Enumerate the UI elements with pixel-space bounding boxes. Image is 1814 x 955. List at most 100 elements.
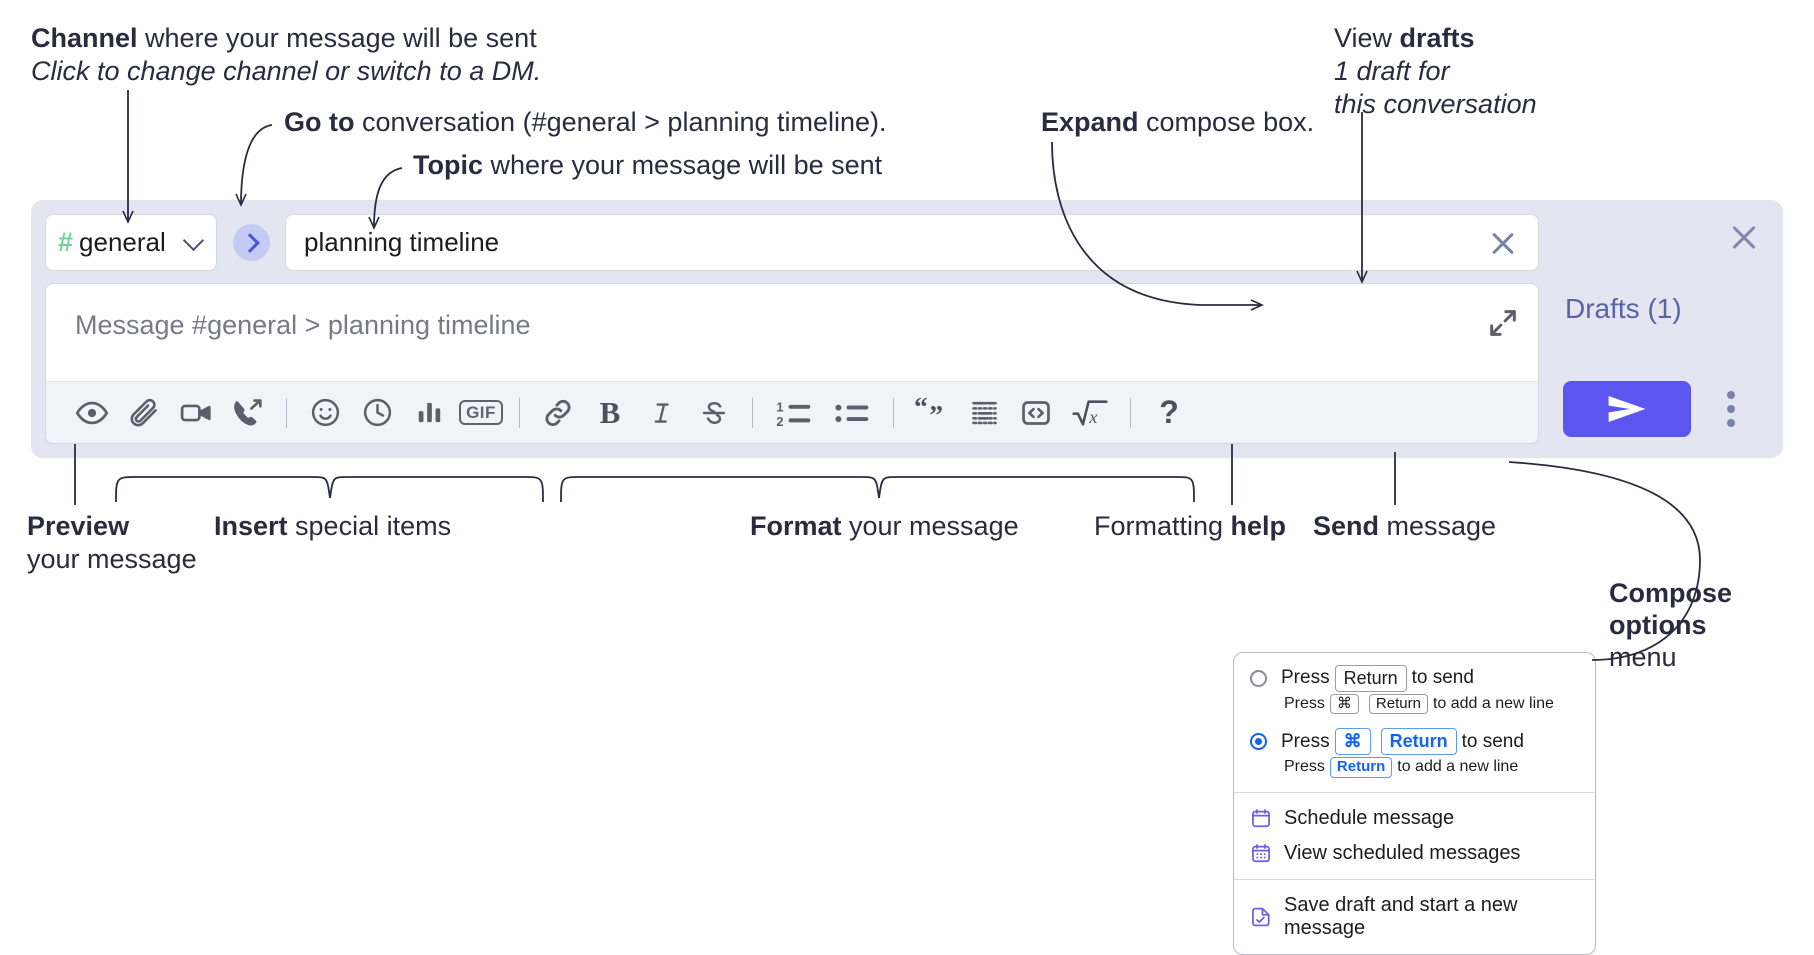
bold-icon: B	[599, 394, 621, 430]
annotation-send: Send message	[1313, 510, 1496, 543]
ordered-list-button[interactable]: 1 2	[765, 389, 823, 437]
separator-3	[752, 397, 753, 428]
annotation-preview-line2: your message	[27, 543, 197, 574]
svg-text:“: “	[914, 397, 928, 422]
svg-text:1: 1	[776, 399, 783, 414]
annotation-topic-rest: where your message will be sent	[483, 150, 883, 180]
svg-text:x: x	[1088, 406, 1098, 426]
bold-button[interactable]: B	[584, 389, 636, 437]
compose-options-menu: Press Return to send Press ⌘ Return to a…	[1233, 652, 1596, 955]
annotation-drafts-sub2: this conversation	[1334, 88, 1537, 119]
menu-divider-1	[1234, 791, 1595, 793]
send-button[interactable]	[1563, 381, 1691, 437]
close-icon[interactable]	[1727, 220, 1761, 254]
message-input-placeholder[interactable]: Message #general > planning timeline	[75, 310, 531, 340]
compose-right-column: Drafts (1)	[1551, 200, 1783, 458]
channel-name: general	[79, 227, 166, 257]
drafts-link[interactable]: Drafts (1)	[1565, 293, 1682, 324]
hash-icon: #	[58, 227, 74, 257]
key-return: Return	[1334, 665, 1407, 692]
annotation-drafts-rest: View	[1334, 23, 1400, 53]
bullet-list-button[interactable]	[823, 389, 881, 437]
annotation-help-bold: help	[1230, 511, 1287, 541]
blockquote-button[interactable]: “ ”	[906, 389, 958, 437]
annotation-expand-rest: compose box.	[1138, 107, 1315, 137]
annotation-compose-options: Compose options menu	[1609, 578, 1732, 674]
key-return-selected: Return	[1380, 728, 1457, 755]
key-return-sub-blue: Return	[1329, 756, 1393, 778]
file-check-icon	[1250, 906, 1272, 928]
topic-field[interactable]: planning timeline	[285, 214, 1539, 271]
link-button[interactable]	[532, 389, 584, 437]
formatting-toolbar: GIF B	[46, 381, 1538, 443]
option-cmd-sub-tail: to add a new line	[1397, 758, 1519, 776]
topic-clear-icon[interactable]	[1486, 226, 1520, 260]
goto-conversation-button[interactable]	[233, 224, 270, 261]
code-block-button[interactable]	[958, 389, 1010, 437]
option-press-return-sub: Press ⌘ Return to add a new line	[1234, 692, 1595, 721]
radio-unselected-icon[interactable]	[1250, 669, 1267, 687]
option-cmd-tail: to send	[1461, 730, 1524, 752]
reminder-button[interactable]	[351, 389, 403, 437]
compose-options-button[interactable]	[1717, 387, 1745, 431]
compose-widget: # general planning timeline Message #gen…	[31, 200, 1783, 458]
brace-insert	[115, 476, 544, 503]
annotation-send-bold: Send	[1313, 511, 1380, 541]
key-command: ⌘	[1329, 693, 1359, 715]
brace-format	[560, 476, 1195, 503]
annotation-drafts-sub1: 1 draft for	[1334, 55, 1450, 86]
attach-button[interactable]	[118, 389, 170, 437]
compose-left-column: # general planning timeline Message #gen…	[45, 214, 1539, 444]
math-button[interactable]: x	[1062, 389, 1118, 437]
poll-button[interactable]	[403, 389, 455, 437]
separator-2	[519, 397, 520, 428]
preview-button[interactable]	[66, 389, 118, 437]
help-button[interactable]: ?	[1143, 389, 1195, 437]
key-command-selected: ⌘	[1334, 728, 1371, 755]
radio-selected-icon[interactable]	[1250, 733, 1267, 750]
menu-divider-2	[1234, 878, 1595, 880]
annotation-compose-options-line2: options	[1609, 609, 1707, 640]
annotation-insert-bold: Insert	[214, 511, 288, 541]
annotation-drafts-bold: drafts	[1399, 23, 1475, 53]
annotation-expand-bold: Expand	[1041, 107, 1139, 137]
annotation-format-bold: Format	[750, 511, 842, 541]
channel-selector[interactable]: # general	[45, 214, 217, 271]
option-return-press: Press	[1281, 667, 1330, 689]
code-button[interactable]	[1010, 389, 1062, 437]
annotation-goto-rest: conversation (#general > planning timeli…	[354, 107, 887, 137]
expand-icon[interactable]	[1486, 306, 1520, 340]
menu-item-save-draft[interactable]: Save draft and start a new message	[1234, 888, 1595, 946]
gif-label: GIF	[459, 400, 503, 425]
option-press-cmd-return-to-send[interactable]: Press ⌘ Return to send	[1234, 720, 1595, 755]
annotation-channel-bold: Channel	[31, 23, 138, 53]
annotation-topic: Topic where your message will be sent	[413, 149, 882, 182]
send-paper-plane-icon	[1608, 395, 1646, 423]
audio-clip-button[interactable]	[222, 389, 274, 437]
annotation-insert: Insert special items	[214, 510, 451, 543]
menu-item-schedule-message[interactable]: Schedule message	[1234, 801, 1595, 836]
separator-1	[286, 397, 287, 428]
gif-button[interactable]: GIF	[455, 389, 507, 437]
emoji-button[interactable]	[299, 389, 351, 437]
option-return-sub-press: Press	[1284, 694, 1325, 712]
strikethrough-button[interactable]	[688, 389, 740, 437]
menu-item-view-scheduled-messages[interactable]: View scheduled messages	[1234, 836, 1595, 871]
annotation-topic-bold: Topic	[413, 150, 483, 180]
annotation-insert-rest: special items	[287, 511, 452, 541]
annotation-channel-sub: Click to change channel or switch to a D…	[31, 55, 542, 86]
video-clip-button[interactable]	[170, 389, 222, 437]
option-cmd-press: Press	[1281, 730, 1330, 752]
option-return-tail: to send	[1411, 667, 1474, 689]
annotation-preview-bold: Preview	[27, 511, 130, 541]
vertical-dots-icon-dot-3	[1727, 419, 1735, 427]
separator-5	[1130, 397, 1131, 428]
italic-button[interactable]	[636, 389, 688, 437]
menu-item-label: Schedule message	[1284, 806, 1455, 829]
message-card: Message #general > planning timeline	[45, 283, 1539, 444]
annotation-format: Format your message	[750, 510, 1019, 543]
annotation-format-rest: your message	[841, 511, 1019, 541]
option-press-return-to-send[interactable]: Press Return to send	[1234, 663, 1595, 692]
calendar-grid-icon	[1250, 842, 1272, 864]
annotation-compose-options-line3: menu	[1609, 641, 1677, 672]
